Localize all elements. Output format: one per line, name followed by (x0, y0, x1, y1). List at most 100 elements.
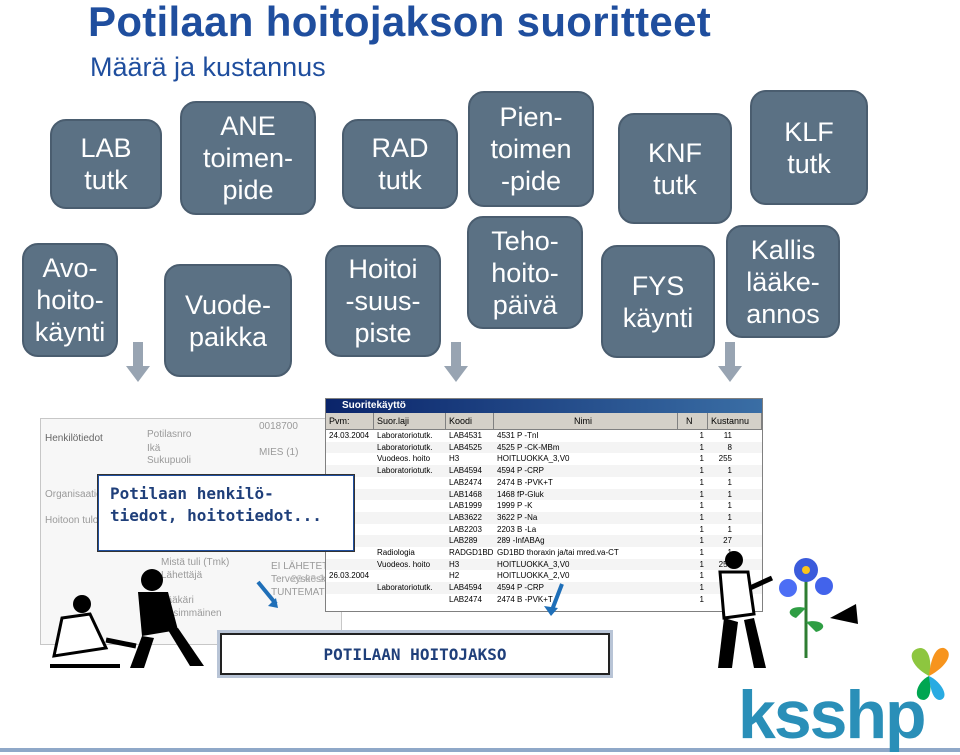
window-title: Suoritekäyttö (326, 399, 762, 413)
arrow-pointer-icon (540, 582, 566, 618)
column-header[interactable]: Nimi (494, 413, 678, 429)
table-cell: 1 (708, 512, 762, 524)
table-cell: 1 (708, 524, 762, 536)
table-cell: LAB289 (446, 535, 494, 547)
service-box-knf: KNF tutk (618, 113, 732, 224)
table-cell: 1 (678, 594, 708, 606)
table-cell: 4531 P -TnI (494, 430, 678, 442)
table-cell: 2474 B -PVK+T (494, 594, 678, 606)
table-cell: 1 (678, 453, 708, 465)
doctor-flower-clipart-icon (710, 548, 860, 670)
form-field: Hoitoon tulo (45, 515, 98, 526)
arrow-down-icon (718, 342, 742, 382)
column-header[interactable]: Koodi (446, 413, 494, 429)
table-cell: RADGD1BD (446, 547, 494, 559)
suoritekaytto-window: Suoritekäyttö Pvm: Suor.laji Koodi Nimi … (325, 398, 763, 612)
table-cell: Laboratoriotutk. (374, 430, 446, 442)
table-cell: 1 (678, 570, 708, 582)
form-field: MIES (1) (259, 447, 298, 458)
form-field: Sukupuoli (147, 455, 191, 466)
table-cell: 4525 P -CK-MBm (494, 442, 678, 454)
service-box-ane: ANE toimen- pide (180, 101, 316, 215)
table-cell: 289 -InfABAg (494, 535, 678, 547)
page-title: Potilaan hoitojakson suoritteet (88, 0, 711, 46)
table-cell: 255 (708, 453, 762, 465)
column-header[interactable]: Suor.laji (374, 413, 446, 429)
treatment-period-label: POTILAAN HOITOJAKSO (220, 633, 610, 675)
table-cell: LAB2474 (446, 477, 494, 489)
table-cell: HOITLUOKKA_2,V0 (494, 570, 678, 582)
table-cell: H3 (446, 453, 494, 465)
form-field: Ikä (147, 443, 160, 454)
column-header[interactable]: Kustannu (708, 413, 762, 429)
table-cell: 1 (708, 489, 762, 501)
table-cell: Radiologia (374, 547, 446, 559)
table-cell: LAB1999 (446, 500, 494, 512)
table-cell: 3622 P -Na (494, 512, 678, 524)
table-cell: 1 (708, 465, 762, 477)
table-cell: Laboratoriotutk. (374, 442, 446, 454)
form-field: Organisaatio (45, 489, 102, 500)
service-box-lab: LAB tutk (50, 119, 162, 209)
table-cell: 4594 P -CRP (494, 465, 678, 477)
table-cell: 1 (678, 582, 708, 594)
form-field: Henkilötiedot (45, 433, 103, 444)
table-cell: 1 (708, 477, 762, 489)
form-field: Potilasnro (147, 429, 191, 440)
table-cell: 1 (678, 489, 708, 501)
service-box-rad: RAD tutk (342, 119, 458, 209)
table-cell: LAB2474 (446, 594, 494, 606)
column-header[interactable]: N (678, 413, 708, 429)
nurse-patient-clipart-icon (50, 566, 210, 670)
table-cell: LAB1468 (446, 489, 494, 501)
table-cell: 1 (678, 442, 708, 454)
service-box-tehohoitopaiva: Teho- hoito- päivä (467, 216, 583, 329)
table-cell: 1 (708, 500, 762, 512)
table-cell: LAB3622 (446, 512, 494, 524)
table-cell: HOITLUOKKA_3,V0 (494, 559, 678, 571)
table-cell: 1 (678, 477, 708, 489)
service-box-avohoitokaynti: Avo- hoito- käynti (22, 243, 118, 357)
table-cell: 26.03.2004 (326, 570, 374, 582)
column-header[interactable]: Pvm: (326, 413, 374, 429)
table-cell: Vuodeos. hoito (374, 559, 446, 571)
table-cell: Laboratoriotutk. (374, 582, 446, 594)
table-cell: 24.03.2004 (326, 430, 374, 442)
table-cell: 2203 B -La (494, 524, 678, 536)
service-box-klf: KLF tutk (750, 90, 868, 205)
table-cell: 8 (708, 442, 762, 454)
arrow-pointer-icon (256, 580, 280, 610)
table-cell: H3 (446, 559, 494, 571)
service-box-kallis-laakeannos: Kallis lääke- annos (726, 225, 840, 338)
table-header: Pvm: Suor.laji Koodi Nimi N Kustannu (326, 413, 762, 430)
service-box-hoitoisuuspiste: Hoitoi -suus- piste (325, 245, 441, 357)
table-cell: 1 (678, 430, 708, 442)
table-cell: GD1BD thoraxin ja/tai mred.va-CT (494, 547, 678, 559)
patient-info-callout: Potilaan henkilö- tiedot, hoitotiedot... (97, 474, 355, 552)
arrow-down-icon (126, 342, 150, 382)
table-cell: 1 (678, 465, 708, 477)
service-box-fys: FYS käynti (601, 245, 715, 358)
service-box-vuodepaikka: Vuode- paikka (164, 264, 292, 377)
ksshp-logo: ksshp (738, 676, 925, 754)
table-cell: LAB4525 (446, 442, 494, 454)
table-cell: LAB2203 (446, 524, 494, 536)
arrow-down-icon (444, 342, 468, 382)
form-field: 0018700 (259, 421, 298, 432)
table-cell: HOITLUOKKA_3,V0 (494, 453, 678, 465)
table-cell: 27 (708, 535, 762, 547)
table-cell: 1 (678, 547, 708, 559)
